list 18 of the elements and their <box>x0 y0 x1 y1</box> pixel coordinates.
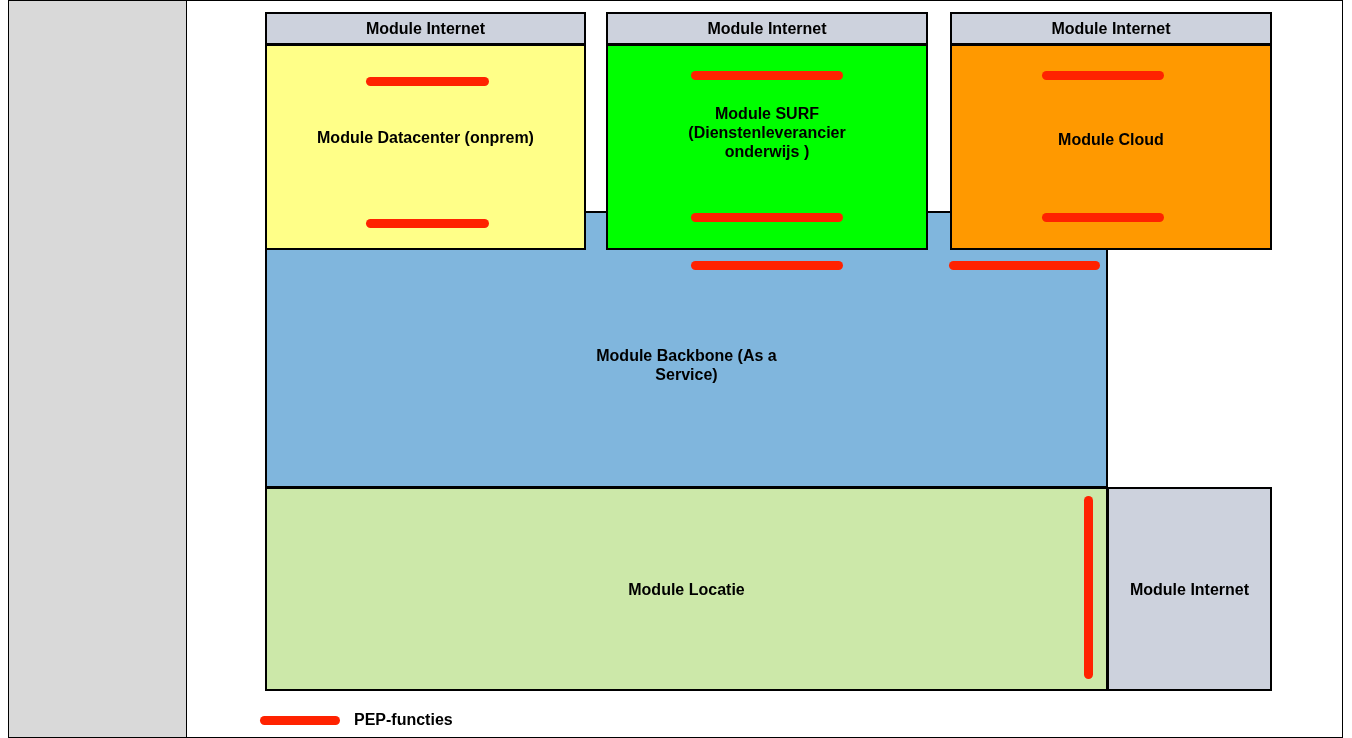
module-box <box>265 44 586 250</box>
module-box <box>606 44 928 250</box>
module-label: Module Backbone (As a Service) <box>595 345 778 384</box>
module-label: Module Internet <box>365 19 486 38</box>
module-label: Module Internet <box>1129 579 1250 599</box>
module-box <box>950 12 1272 45</box>
module-label: Module Internet <box>707 19 827 38</box>
module-label: Module Cloud <box>1058 130 1164 150</box>
module-label: Module Locatie <box>628 579 745 599</box>
module-label: Module SURF (Dienstenleverancier onderwijs ) <box>687 103 847 162</box>
module-label: Module Internet <box>1051 19 1171 38</box>
module-box <box>265 12 586 45</box>
legend-label: PEP-functies <box>354 710 453 730</box>
module-box <box>265 487 1108 691</box>
module-box <box>606 12 928 45</box>
module-box <box>1107 487 1272 691</box>
module-label: Module Datacenter (onprem) <box>317 127 534 148</box>
module-box <box>950 44 1272 250</box>
